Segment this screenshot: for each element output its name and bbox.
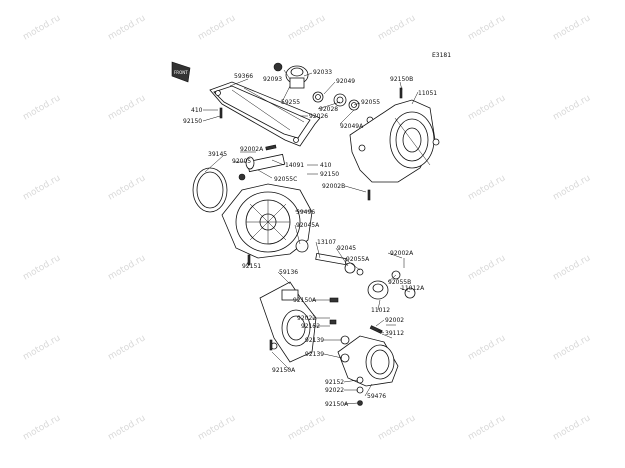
part-label: 92002B xyxy=(322,183,345,190)
svg-text:motod.ru: motod.ru xyxy=(552,413,593,442)
part-label: 92022 xyxy=(297,315,316,322)
part-label: 92022 xyxy=(325,387,344,394)
part-label: 59136 xyxy=(279,269,298,276)
part-label: 92055 xyxy=(361,99,380,106)
part-label: 39145 xyxy=(208,151,227,158)
part-label: 92093 xyxy=(263,76,282,83)
nozzle xyxy=(259,281,317,363)
svg-text:motod.ru: motod.ru xyxy=(107,13,148,42)
leader-lines xyxy=(202,69,419,405)
seal-rings xyxy=(312,91,374,124)
svg-text:motod.ru: motod.ru xyxy=(467,253,508,282)
part-label: 92150A xyxy=(272,367,296,374)
svg-text:motod.ru: motod.ru xyxy=(552,173,593,202)
part-label: 92026 xyxy=(309,113,328,120)
part-label: 92152 xyxy=(301,323,320,330)
part-label: 92150A xyxy=(293,297,317,304)
part-label: 39112 xyxy=(385,330,404,337)
svg-text:motod.ru: motod.ru xyxy=(377,413,418,442)
part-label: 92045A xyxy=(296,222,320,229)
svg-text:motod.ru: motod.ru xyxy=(467,173,508,202)
diagram-code: E3181 xyxy=(432,52,451,59)
drive-shaft-bushing xyxy=(245,144,286,173)
part-label: 92005 xyxy=(232,158,251,165)
svg-text:motod.ru: motod.ru xyxy=(467,333,508,362)
svg-text:motod.ru: motod.ru xyxy=(107,173,148,202)
svg-text:motod.ru: motod.ru xyxy=(107,253,148,282)
part-label: 92055A xyxy=(346,256,370,263)
svg-text:motod.ru: motod.ru xyxy=(467,413,508,442)
pump-case xyxy=(349,99,440,183)
part-label: 11051 xyxy=(418,90,437,97)
svg-text:motod.ru: motod.ru xyxy=(22,173,63,202)
svg-text:motod.ru: motod.ru xyxy=(552,333,593,362)
impeller-housing xyxy=(221,173,313,259)
part-label: 92150 xyxy=(320,171,339,178)
svg-text:motod.ru: motod.ru xyxy=(22,413,63,442)
part-label: 59496 xyxy=(296,209,315,216)
part-label: 92139 xyxy=(305,337,324,344)
part-label: 92150 xyxy=(183,118,202,125)
part-label: 92150A xyxy=(325,401,349,408)
part-label: 59476 xyxy=(367,393,386,400)
impeller-shaft xyxy=(295,239,364,276)
part-label: 92055C xyxy=(274,176,297,183)
part-label: 59366 xyxy=(234,73,253,80)
part-label: 11012A xyxy=(401,285,425,292)
part-label: 92151 xyxy=(242,263,261,270)
svg-text:motod.ru: motod.ru xyxy=(107,413,148,442)
svg-text:motod.ru: motod.ru xyxy=(552,93,593,122)
part-label: 59255 xyxy=(281,99,300,106)
part-label: 92028 xyxy=(319,106,338,113)
part-label: 92002A xyxy=(390,250,414,257)
svg-text:motod.ru: motod.ru xyxy=(22,253,63,282)
steering-nozzle xyxy=(337,335,399,406)
large-o-ring xyxy=(192,167,228,213)
part-label: 410 xyxy=(320,162,332,169)
bearing-holder xyxy=(273,62,309,89)
part-label: 92045 xyxy=(337,245,356,252)
part-label: 92002A xyxy=(240,146,264,153)
svg-text:motod.ru: motod.ru xyxy=(107,333,148,362)
svg-text:motod.ru: motod.ru xyxy=(22,93,63,122)
svg-text:FRONT: FRONT xyxy=(174,70,188,75)
svg-text:motod.ru: motod.ru xyxy=(552,253,593,282)
part-label: 14091 xyxy=(285,162,304,169)
part-label: 11012 xyxy=(371,307,390,314)
part-label: 92139 xyxy=(305,351,324,358)
part-label: 13107 xyxy=(317,239,336,246)
svg-text:motod.ru: motod.ru xyxy=(107,93,148,122)
svg-text:motod.ru: motod.ru xyxy=(197,413,238,442)
part-label: 92150B xyxy=(390,76,413,83)
svg-text:motod.ru: motod.ru xyxy=(377,13,418,42)
svg-text:motod.ru: motod.ru xyxy=(22,13,63,42)
svg-text:motod.ru: motod.ru xyxy=(467,13,508,42)
part-label: 92055B xyxy=(388,279,411,286)
svg-text:motod.ru: motod.ru xyxy=(552,13,593,42)
front-marker: FRONT xyxy=(171,61,191,83)
part-label: 92152 xyxy=(325,379,344,386)
svg-text:motod.ru: motod.ru xyxy=(22,333,63,362)
svg-text:motod.ru: motod.ru xyxy=(287,413,328,442)
pump-cover-bracket xyxy=(209,81,321,147)
part-label: 92033 xyxy=(313,69,332,76)
part-labels: 59366 92093 92033 92049 92150B 11051 592… xyxy=(183,69,437,408)
svg-text:motod.ru: motod.ru xyxy=(197,13,238,42)
svg-text:motod.ru: motod.ru xyxy=(467,93,508,122)
cap-assembly xyxy=(367,258,416,339)
part-label: 92002 xyxy=(385,317,404,324)
svg-text:motod.ru: motod.ru xyxy=(287,13,328,42)
part-label: 92049A xyxy=(340,123,364,130)
part-label: 410 xyxy=(191,107,203,114)
part-label: 92049 xyxy=(336,78,355,85)
